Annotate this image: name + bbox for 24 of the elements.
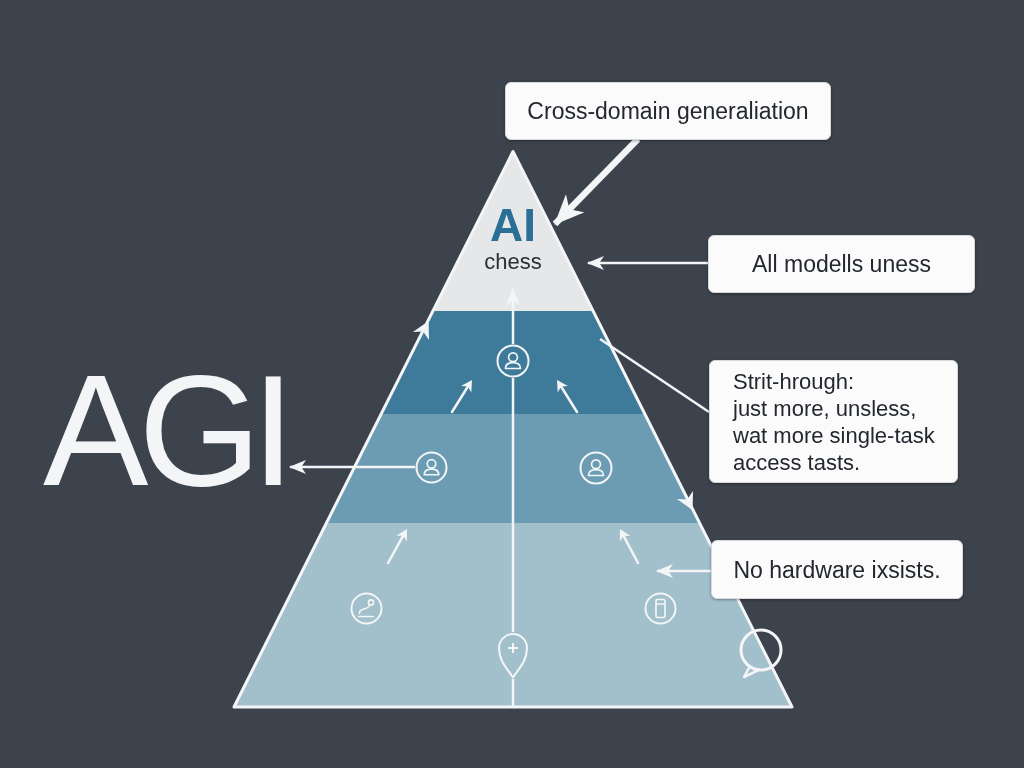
callout-box xyxy=(708,235,975,293)
connector-line xyxy=(599,337,710,414)
pyramid-tier xyxy=(326,414,700,523)
connector-line xyxy=(511,378,515,632)
tier-title: AI xyxy=(489,202,536,248)
arrow xyxy=(289,460,415,474)
callout-text: All modells uness xyxy=(752,250,931,278)
arrow xyxy=(656,564,711,578)
large-label: AGI xyxy=(43,351,286,509)
pyramid-tier xyxy=(381,311,645,414)
pyramid-tier xyxy=(433,153,593,311)
callout-text: just more, unsless, wat more single-task access tasts. xyxy=(733,394,936,476)
callout-heading: Strit-hrough: xyxy=(733,367,855,395)
callout-text: No hardware ixsists. xyxy=(733,555,941,584)
callout-box xyxy=(709,360,958,483)
person-icon xyxy=(496,344,530,378)
callout-text: Cross-domain generaliation xyxy=(527,97,809,125)
callout-box xyxy=(711,540,963,599)
arrow xyxy=(587,256,708,270)
person-icon xyxy=(415,451,448,484)
tier-label: chess xyxy=(484,249,542,275)
map-pin-icon xyxy=(497,632,529,679)
arrow xyxy=(506,288,520,344)
callout-box xyxy=(505,82,831,140)
